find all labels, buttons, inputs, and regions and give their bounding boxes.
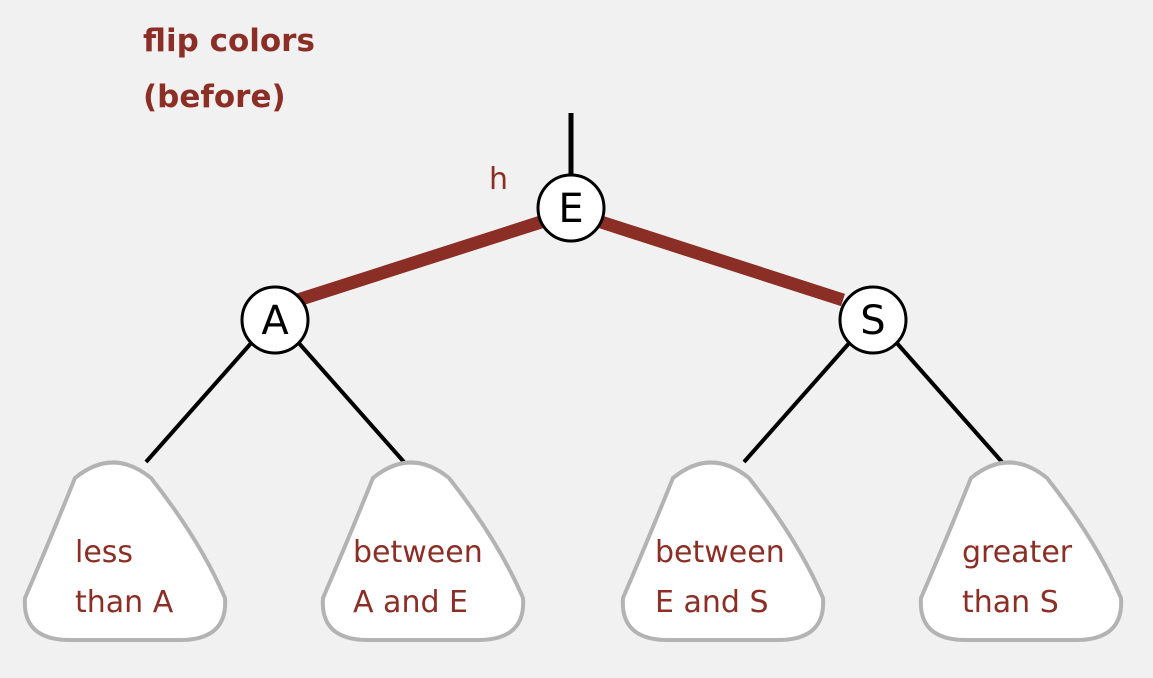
black-link-s-right	[893, 339, 1004, 464]
red-link-right	[599, 215, 845, 307]
subtree-label-2-line2: A and E	[353, 585, 468, 620]
subtree-label-4-line1: greater	[962, 535, 1073, 570]
pointer-label-h: h	[489, 162, 508, 197]
black-link-a-left	[144, 339, 255, 464]
subtree-label-3-line2: E and S	[655, 585, 769, 620]
subtree-between-a-e	[320, 460, 526, 642]
node-root-circle	[536, 173, 606, 243]
node-left-circle	[240, 285, 310, 355]
subtree-label-2-line1: between	[353, 535, 483, 570]
node-left-key: A	[261, 298, 289, 344]
node-right-key: S	[860, 298, 885, 344]
subtree-greater-than-s	[918, 460, 1124, 642]
title-line-2: (before)	[143, 79, 286, 115]
subtree-label-1-line1: less	[75, 535, 133, 570]
black-link-a-right	[295, 339, 406, 464]
red-link-left	[296, 215, 543, 307]
title-line-1: flip colors	[143, 23, 315, 59]
node-root-key: E	[558, 186, 583, 232]
subtree-label-4-line2: than S	[962, 585, 1059, 620]
subtree-less-than-a	[22, 460, 228, 642]
subtree-between-e-s	[620, 460, 826, 642]
node-right-circle	[838, 285, 908, 355]
black-link-s-left	[742, 339, 853, 464]
subtree-label-3-line1: between	[655, 535, 785, 570]
subtree-label-1-line2: than A	[75, 585, 174, 620]
